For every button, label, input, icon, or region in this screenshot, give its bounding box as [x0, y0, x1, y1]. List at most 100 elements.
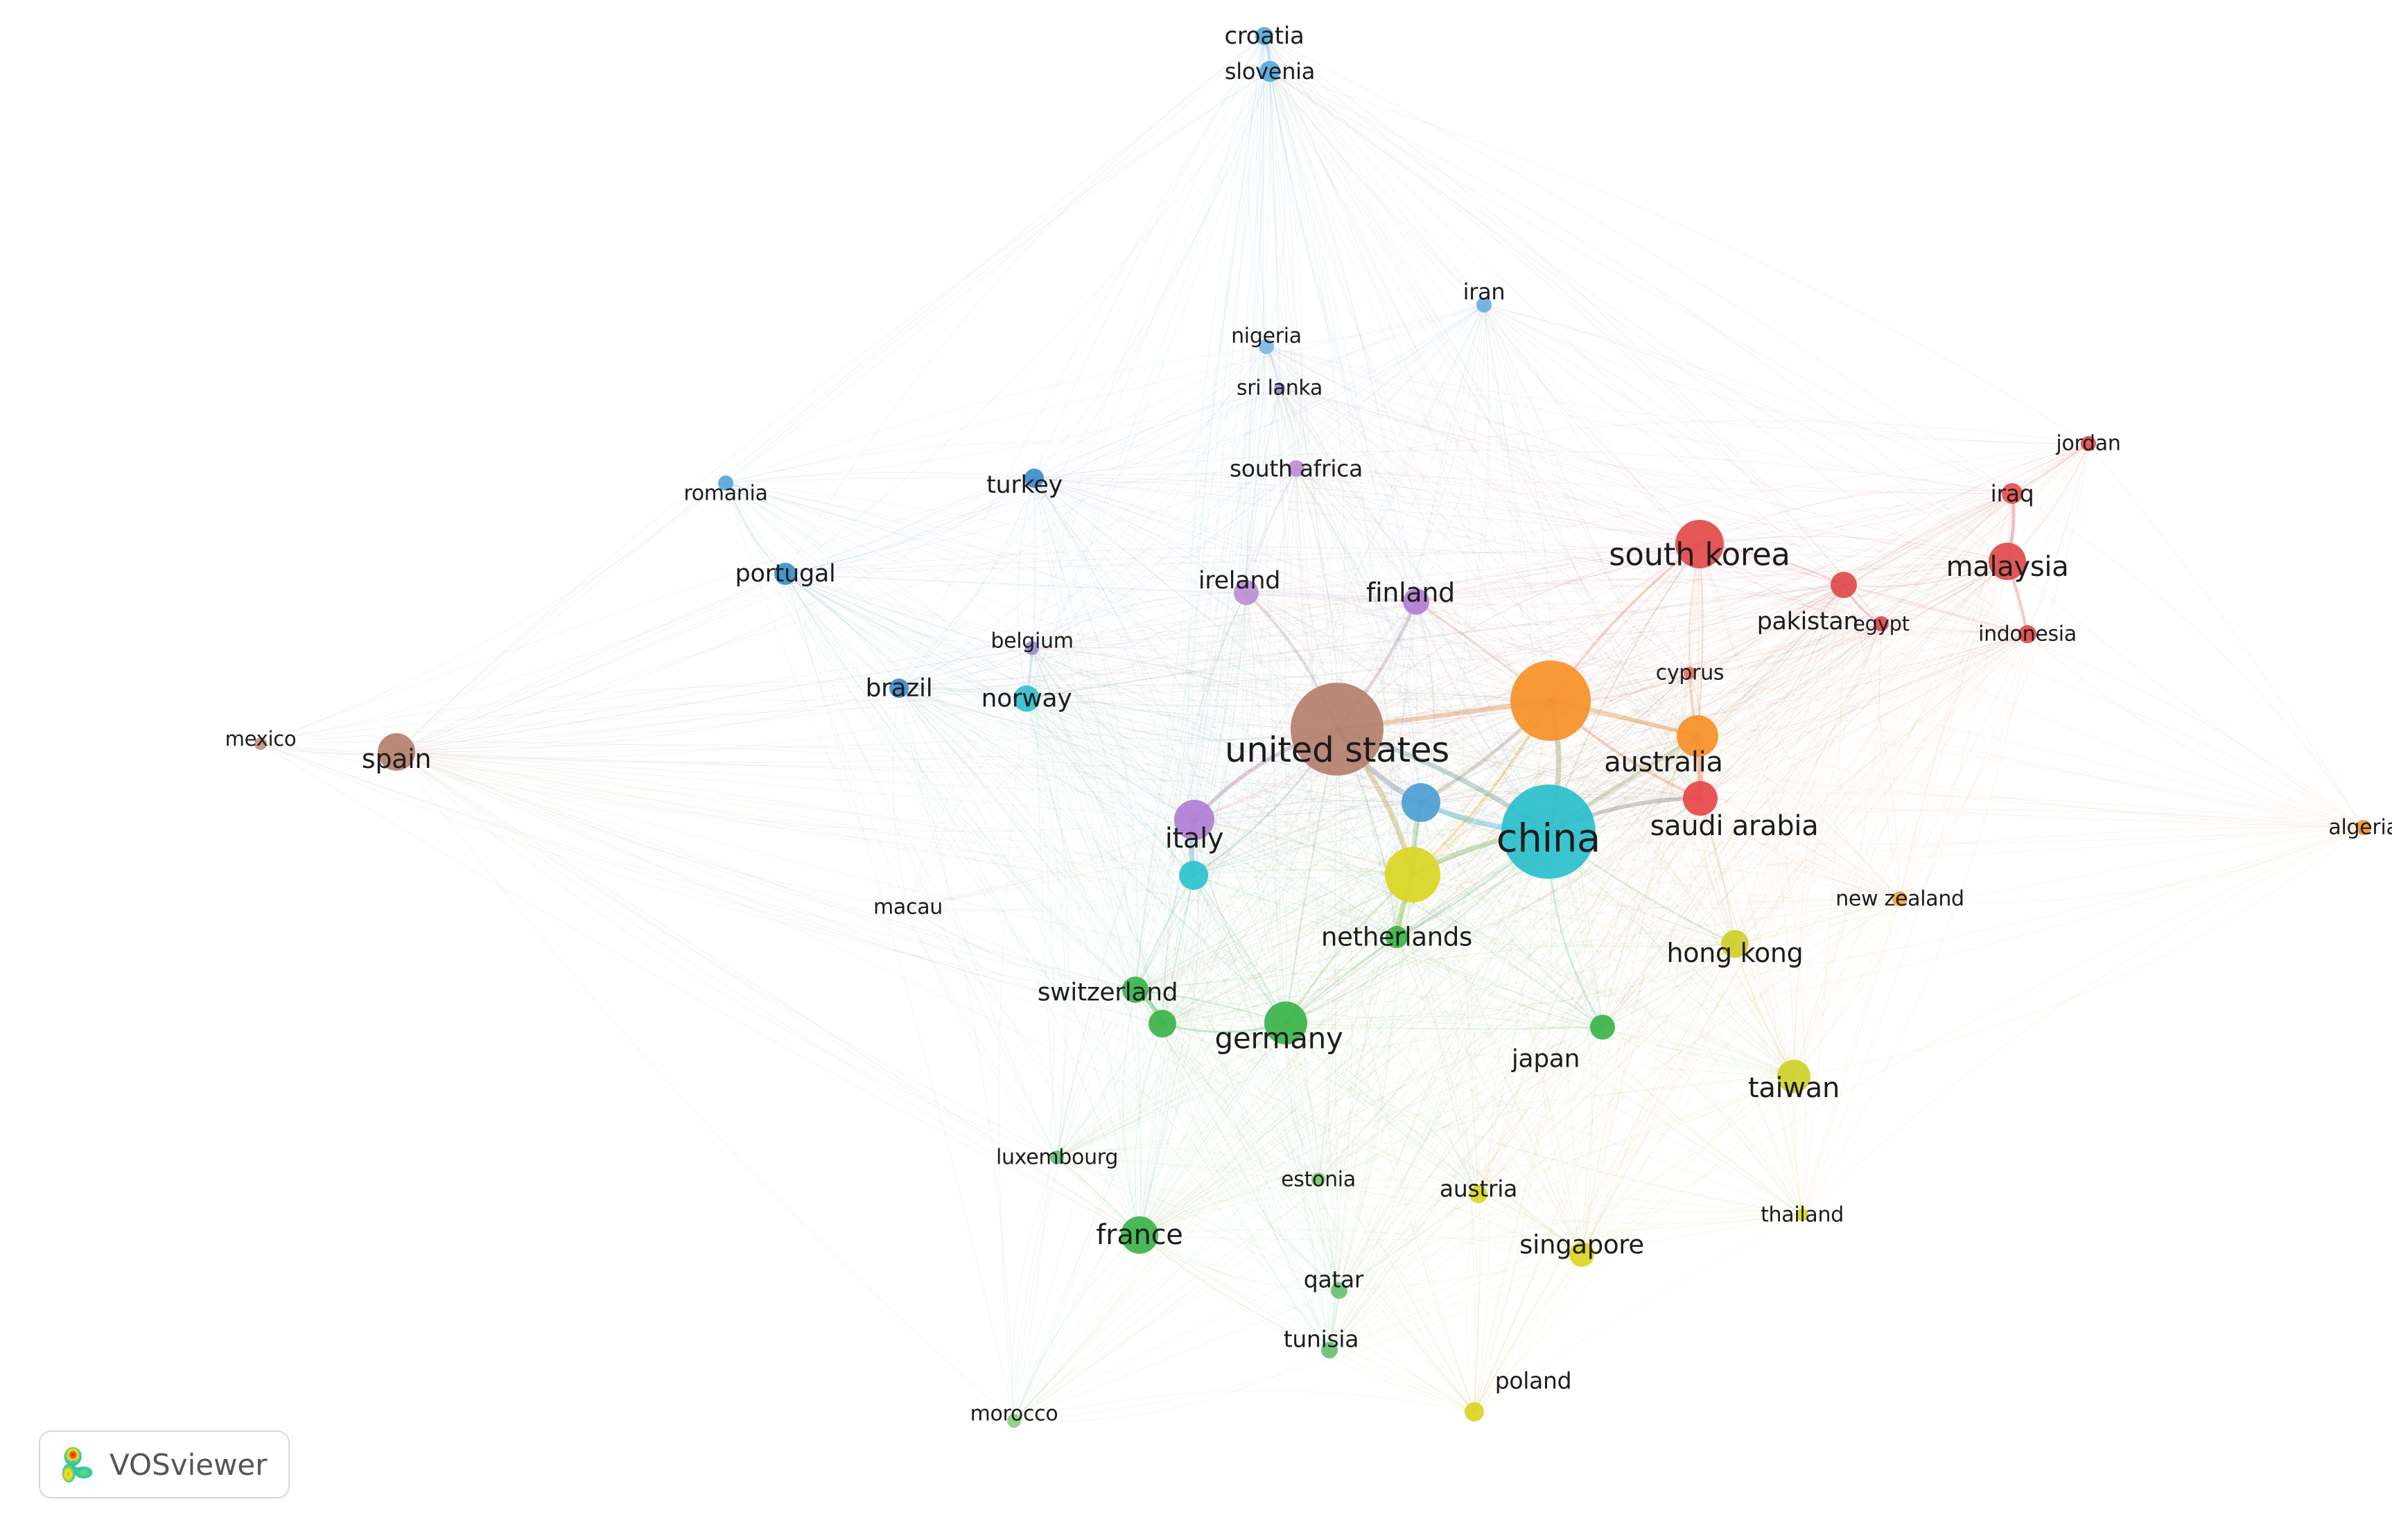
network-edge — [1415, 578, 2028, 635]
node-estonia[interactable] — [1311, 1173, 1325, 1187]
node-mexico[interactable] — [254, 737, 267, 750]
network-edge — [396, 751, 1330, 1351]
network-edge — [1415, 601, 1481, 1412]
node-south-africa[interactable] — [1288, 460, 1304, 477]
network-edge — [1031, 387, 1280, 649]
network-edge — [1295, 468, 1479, 1195]
node-egypt[interactable] — [1874, 616, 1889, 631]
node-turkey[interactable] — [1024, 469, 1044, 488]
node-switzerland[interactable] — [1122, 977, 1149, 1003]
node-brazil[interactable] — [889, 679, 909, 698]
network-edge — [1033, 387, 1280, 479]
node-new-zealand[interactable] — [1892, 891, 1908, 907]
network-edge — [1338, 1193, 1479, 1291]
network-edge — [998, 647, 1033, 1421]
network-edge — [1135, 989, 1795, 1077]
network-edge — [1478, 633, 2028, 1195]
node-austria[interactable] — [1469, 1185, 1487, 1203]
network-edge — [1162, 1023, 1319, 1180]
node-slovenia[interactable] — [1259, 61, 1280, 82]
network-edge — [1026, 584, 1844, 699]
network-edge — [1031, 647, 1549, 832]
node-portugal[interactable] — [774, 563, 796, 585]
network-edge — [1194, 819, 1286, 1024]
network-edge — [260, 743, 1140, 1236]
network-edge — [725, 482, 1286, 1024]
vosviewer-badge[interactable]: VOSviewer — [39, 1430, 290, 1498]
node-germany[interactable] — [1264, 1001, 1307, 1044]
network-edge — [1318, 584, 1844, 1180]
network-edge — [1162, 1023, 1330, 1351]
node-unlabeled-22[interactable] — [1510, 660, 1591, 741]
node-unlabeled-39[interactable] — [1149, 1010, 1176, 1038]
node-japan[interactable] — [1590, 1015, 1615, 1040]
node-cyprus[interactable] — [1684, 667, 1696, 679]
node-finland[interactable] — [1403, 588, 1429, 615]
node-thailand[interactable] — [1796, 1209, 1808, 1221]
network-edge — [1269, 71, 2013, 494]
node-romania[interactable] — [718, 475, 733, 491]
node-poland[interactable] — [1465, 1402, 1484, 1421]
node-ireland[interactable] — [1234, 580, 1259, 605]
node-iraq[interactable] — [2002, 483, 2023, 504]
node-luxembourg[interactable] — [1050, 1150, 1064, 1164]
node-hong-kong[interactable] — [1721, 930, 1749, 958]
node-united-states[interactable] — [1291, 683, 1383, 776]
node-norway[interactable] — [1013, 685, 1040, 712]
node-croatia[interactable] — [1255, 27, 1273, 45]
network-edge — [1139, 735, 1698, 1236]
node-algeria[interactable] — [2356, 820, 2371, 835]
network-edge — [1801, 633, 2028, 1216]
node-south-korea[interactable] — [1675, 520, 1724, 568]
network-edge — [785, 304, 1485, 575]
network-edge — [1801, 561, 2008, 1216]
network-edge — [1843, 584, 1901, 900]
network-edge — [1246, 592, 1701, 799]
network-edge — [1412, 584, 1844, 875]
node-netherlands[interactable] — [1386, 926, 1408, 948]
node-iran[interactable] — [1476, 297, 1492, 313]
network-edge — [1279, 387, 1549, 832]
network-edge — [260, 743, 1163, 1024]
network-edge — [1031, 601, 1417, 649]
node-spain[interactable] — [378, 733, 415, 771]
network-edge — [1478, 831, 1549, 1195]
network-edge — [1734, 493, 2013, 945]
network-edge — [785, 387, 1280, 575]
node-jordan[interactable] — [2081, 436, 2096, 451]
node-china[interactable] — [1501, 785, 1596, 879]
network-edge — [725, 441, 1297, 484]
node-qatar[interactable] — [1331, 1282, 1347, 1299]
network-edge — [1843, 584, 2028, 635]
node-belgium[interactable] — [1025, 641, 1039, 655]
node-saudi-arabia[interactable] — [1683, 781, 1718, 816]
node-unlabeled-32[interactable] — [1385, 847, 1440, 902]
vosviewer-badge-label: VOSviewer — [110, 1447, 268, 1482]
node-france[interactable] — [1121, 1216, 1158, 1254]
network-edge — [1246, 443, 2089, 593]
node-nigeria[interactable] — [1259, 339, 1274, 354]
network-edge — [1295, 468, 1413, 875]
node-taiwan[interactable] — [1777, 1060, 1810, 1093]
network-edge — [1295, 468, 1551, 701]
node-pakistan[interactable] — [1831, 572, 1857, 598]
node-morocco[interactable] — [1007, 1414, 1021, 1428]
node-singapore[interactable] — [1569, 1242, 1594, 1267]
network-edge — [1194, 543, 1700, 821]
node-unlabeled-30[interactable] — [1179, 861, 1208, 890]
node-unlabeled-27[interactable] — [1402, 783, 1440, 822]
node-sri-lanka[interactable] — [1274, 383, 1285, 394]
network-edge — [898, 561, 2008, 690]
node-australia[interactable] — [1677, 715, 1718, 757]
node-italy[interactable] — [1174, 800, 1214, 840]
network-edge — [1194, 819, 1479, 1195]
network-edge — [1135, 387, 1280, 990]
network-edge — [725, 482, 1194, 876]
node-indonesia[interactable] — [2018, 625, 2036, 643]
node-tunisia[interactable] — [1321, 1342, 1338, 1358]
network-edge — [396, 751, 1140, 1236]
network-edge — [1122, 989, 1140, 1236]
network-edge — [396, 751, 1475, 1412]
node-malaysia[interactable] — [1989, 543, 2026, 580]
